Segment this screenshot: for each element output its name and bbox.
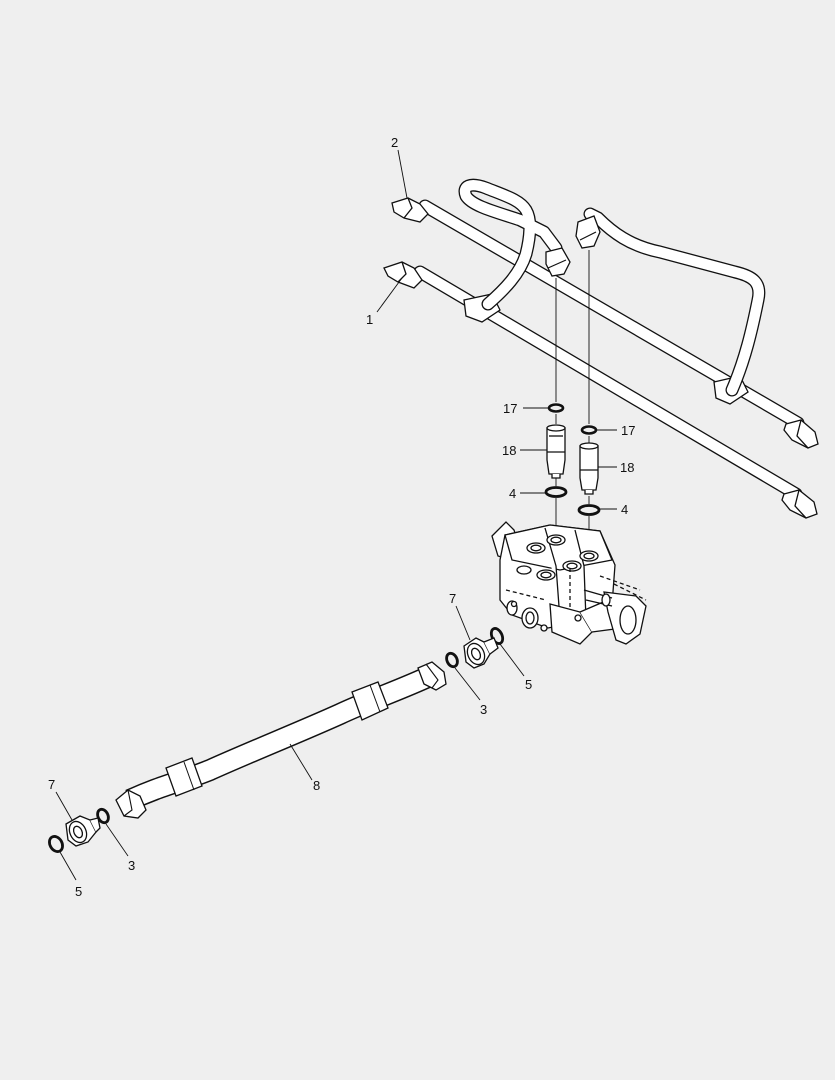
callout-18-right: 18 bbox=[620, 460, 634, 475]
leader-lines bbox=[55, 149, 617, 881]
callouts: 2 1 17 17 18 18 4 4 7 5 3 8 7 3 5 bbox=[48, 135, 635, 899]
callout-3-left: 3 bbox=[128, 858, 135, 873]
o-ring-4-right bbox=[579, 506, 599, 515]
callout-4-left: 4 bbox=[509, 486, 516, 501]
callout-5-left: 5 bbox=[75, 884, 82, 899]
o-ring-17-left bbox=[549, 405, 563, 412]
adapter-18-right bbox=[580, 443, 598, 494]
callout-7-left: 7 bbox=[48, 777, 55, 792]
callout-2: 2 bbox=[391, 135, 398, 150]
o-ring-17-right bbox=[582, 427, 596, 434]
callout-18-left: 18 bbox=[502, 443, 516, 458]
adapter-18-left bbox=[547, 425, 565, 478]
o-ring-5-left bbox=[47, 834, 65, 854]
tube-2-branch bbox=[576, 214, 759, 390]
control-valve-block bbox=[492, 522, 646, 644]
callout-17-left: 17 bbox=[503, 401, 517, 416]
callout-5-right: 5 bbox=[525, 677, 532, 692]
o-ring-3-right bbox=[445, 652, 460, 669]
callout-1: 1 bbox=[366, 312, 373, 327]
callout-7-right: 7 bbox=[449, 591, 456, 606]
callout-8: 8 bbox=[313, 778, 320, 793]
tube-1 bbox=[384, 262, 817, 518]
callout-17-right: 17 bbox=[621, 423, 635, 438]
callout-3-right: 3 bbox=[480, 702, 487, 717]
tube-1-branch bbox=[465, 185, 570, 304]
callout-4-right: 4 bbox=[621, 502, 628, 517]
o-ring-4-left bbox=[546, 488, 566, 497]
fitting-7-right bbox=[464, 638, 498, 668]
fitting-7-left bbox=[66, 816, 100, 846]
hose-8 bbox=[116, 662, 446, 818]
